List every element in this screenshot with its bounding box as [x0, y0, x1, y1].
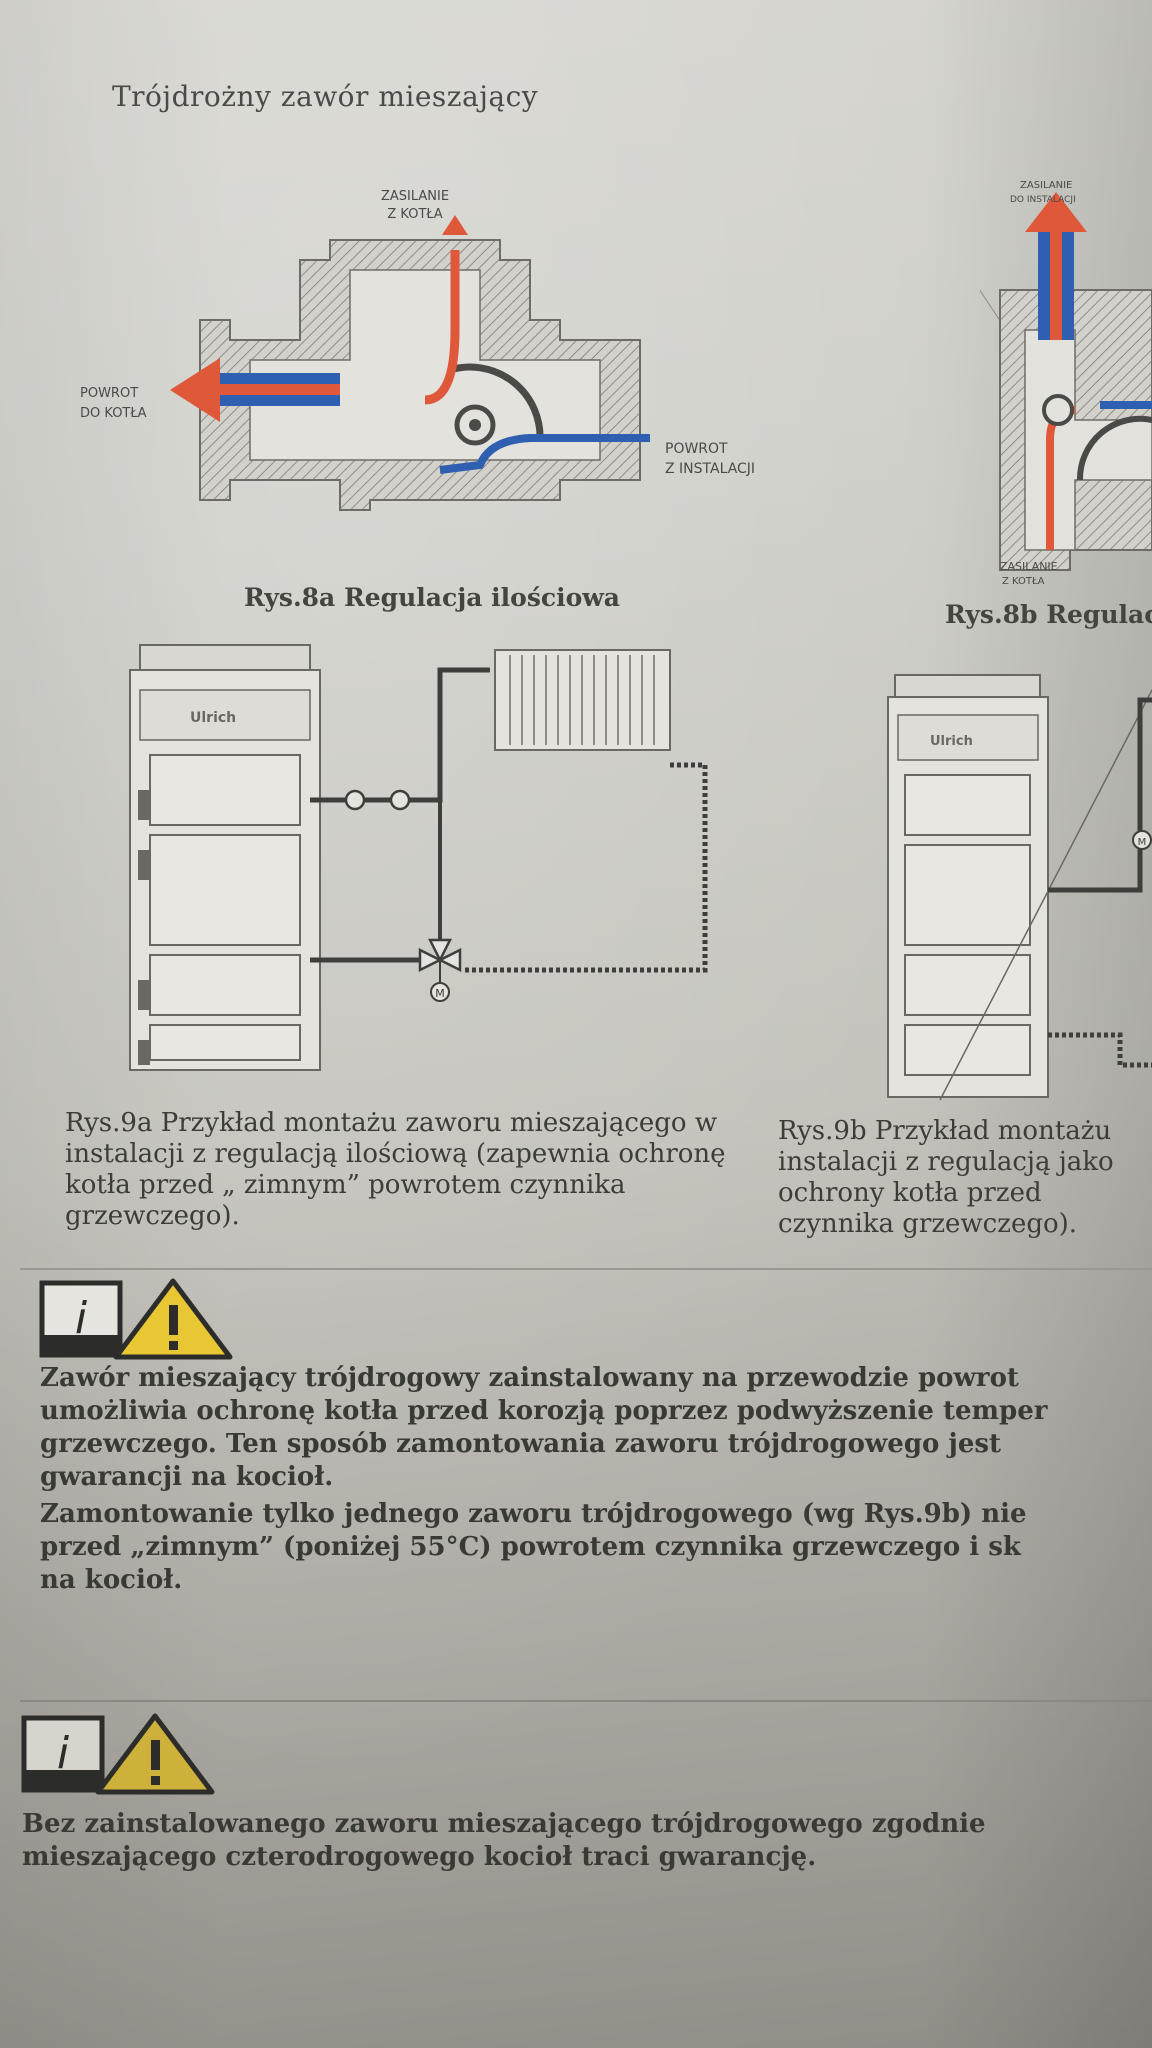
- info-icon-glyph: i: [75, 1293, 88, 1344]
- svg-text:Ulrich: Ulrich: [190, 710, 236, 726]
- note-1-line-2: umożliwia ochronę kotła przed korozją po…: [40, 1396, 1048, 1426]
- note-1-line-7: na kocioł.: [40, 1565, 183, 1595]
- figure-9a-caption-line-3: kotła przed „ zimnym” powrotem czynnika: [65, 1170, 626, 1200]
- svg-text:Ulrich: Ulrich: [930, 734, 973, 749]
- figure-9a-caption-line-1: Rys.9a Przykład montażu zaworu mieszając…: [65, 1108, 718, 1138]
- figure-9b-installation-diagram: Ulrich M: [887, 674, 1152, 1101]
- note-2-text: Bez zainstalowanego zaworu mieszającego …: [22, 1808, 1152, 1874]
- warning-icon: [113, 1278, 233, 1360]
- note-1-line-6: przed „zimnym” (poniżej 55°C) powrotem c…: [40, 1532, 1021, 1562]
- note-1-line-5: Zamontowanie tylko jednego zaworu trójdr…: [40, 1499, 1027, 1529]
- figure-8b-caption: Rys.8b Regulac: [945, 600, 1152, 629]
- supply-to-installation-arrow: [1025, 192, 1087, 340]
- figure-9b-caption-line-3: ochrony kotła przed: [778, 1178, 1042, 1208]
- figure-9b-caption-line-2: instalacji z regulacją jako: [778, 1147, 1114, 1177]
- note-1-icons: i: [39, 1278, 233, 1360]
- note-1-line-1: Zawór mieszający trójdrogowy zainstalowa…: [40, 1363, 1019, 1393]
- info-icon: i: [21, 1715, 105, 1793]
- figure-9b-caption-line-4: czynnika grzewczego).: [778, 1209, 1078, 1239]
- label-return-to-boiler-2: DO KOTŁA: [80, 406, 147, 421]
- return-to-boiler-arrow: [170, 358, 340, 422]
- label-8b-top-1: ZASILANIE: [1020, 180, 1072, 191]
- note-2-line-1: Bez zainstalowanego zaworu mieszającego …: [22, 1809, 986, 1839]
- figure-9a-installation-diagram: Ulrich M: [129, 644, 708, 1071]
- supply-pipe: [310, 667, 490, 803]
- note-2-line-2: mieszającego czterodrogowego kocioł trac…: [22, 1842, 817, 1872]
- note-1-text: Zawór mieszający trójdrogowy zainstalowa…: [40, 1362, 1152, 1597]
- figure-9a-caption-line-4: grzewczego).: [65, 1201, 240, 1231]
- figure-9b-caption: Rys.9b Przykład montażu instalacji z reg…: [778, 1116, 1152, 1240]
- figure-8b-valve-diagram: ZASILANIE DO INSTALACJI ZASILANIE Z KOTŁ…: [980, 180, 1152, 587]
- info-icon: i: [39, 1280, 123, 1358]
- installation-return-pipe: [465, 762, 708, 973]
- figure-9b-caption-line-1: Rys.9b Przykład montażu: [778, 1116, 1112, 1146]
- label-8b-bottom-2: Z KOTŁA: [1002, 576, 1045, 587]
- note-2-icons: i: [21, 1713, 215, 1795]
- label-return-to-boiler-1: POWROT: [80, 386, 138, 401]
- figure-9a-caption-line-2: instalacji z regulacją ilościową (zapewn…: [65, 1139, 726, 1169]
- supply-flow-arrow: [424, 250, 460, 405]
- label-8b-top-2: DO INSTALACJI: [1010, 195, 1076, 205]
- label-supply-from-boiler-2: Z KOTŁA: [387, 207, 442, 222]
- info-icon-glyph: i: [57, 1728, 70, 1779]
- radiator-illustration: [494, 649, 671, 751]
- return-flow-arrow: [439, 434, 650, 474]
- valve-motor-label-9b: M: [1138, 837, 1147, 848]
- valve-motor-label: M: [435, 987, 445, 1000]
- warning-icon: [95, 1713, 215, 1795]
- figure-8a-valve-diagram: ZASILANIE Z KOTŁA POWROT DO KOTŁA POWROT…: [80, 189, 755, 511]
- note-1-line-3: grzewczego. Ten sposób zamontowania zawo…: [40, 1429, 1002, 1459]
- section-divider-1: [20, 1268, 1152, 1270]
- section-divider-2: [20, 1700, 1152, 1702]
- figure-9a-caption: Rys.9a Przykład montażu zaworu mieszając…: [65, 1108, 775, 1232]
- label-supply-from-boiler-1: ZASILANIE: [381, 189, 449, 204]
- mixing-valve-icon: M: [418, 938, 462, 1002]
- label-8b-bottom-1: ZASILANIE: [1000, 560, 1058, 573]
- label-return-from-installation-2: Z INSTALACJI: [665, 461, 755, 477]
- boiler-illustration-9b: Ulrich: [887, 674, 1049, 1098]
- valve-flap: [449, 363, 544, 441]
- note-1-line-4: gwarancji na kocioł.: [40, 1462, 334, 1492]
- label-return-from-installation-1: POWROT: [665, 441, 728, 457]
- figure-8a-caption: Rys.8a Regulacja ilościowa: [244, 583, 621, 612]
- section-heading: Trójdrożny zawór mieszający: [112, 80, 539, 113]
- boiler-illustration: Ulrich: [129, 644, 321, 1071]
